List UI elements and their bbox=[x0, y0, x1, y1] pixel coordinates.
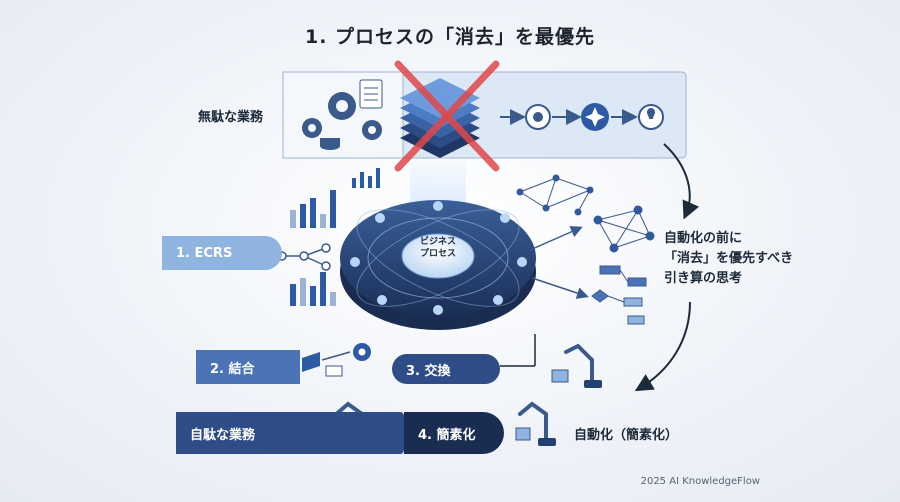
flowchart-icon bbox=[591, 265, 647, 325]
cross-mark-icon bbox=[394, 60, 500, 172]
note-line1: 自動化の前に bbox=[664, 231, 743, 246]
hub-label: ビジネス プロセス bbox=[404, 236, 472, 260]
hub-label-line1: ビジネス bbox=[419, 237, 456, 247]
page-title: 1. プロセスの「消去」を最優先 bbox=[304, 26, 596, 48]
branch-icon bbox=[277, 243, 331, 271]
process-chain bbox=[500, 103, 664, 131]
curved-arrow bbox=[634, 301, 691, 392]
automation-label: 自動化（簡素化） bbox=[574, 428, 679, 443]
step-ecrs: 1. ECRS bbox=[162, 236, 282, 270]
bar-chart-icon bbox=[290, 168, 380, 306]
step-wasteful: 自駄な業務 bbox=[176, 412, 404, 454]
curved-arrow bbox=[663, 143, 700, 220]
footer-credit: 2025 AI KnowledgeFlow bbox=[640, 476, 760, 487]
hub-label-line2: プロセス bbox=[419, 249, 456, 259]
note-line2: 「消去」を優先すべき bbox=[664, 251, 794, 266]
note-text: 自動化の前に 「消去」を優先すべき 引き算の思考 bbox=[664, 229, 793, 289]
wasteful-work-label: 無駄な業務 bbox=[198, 110, 264, 125]
step-exchange: 3. 交換 bbox=[392, 354, 500, 384]
step-combine: 2. 結合 bbox=[196, 350, 300, 384]
gear-cluster-icon bbox=[302, 79, 383, 150]
step-simplify: 4. 簡素化 bbox=[404, 412, 504, 454]
note-line3: 引き算の思考 bbox=[664, 271, 743, 286]
wasteful-work-panel bbox=[282, 71, 687, 159]
business-process-hub bbox=[340, 200, 536, 330]
connector-arrow bbox=[531, 277, 589, 299]
connector-arrow bbox=[529, 226, 583, 251]
data-flow-icon bbox=[302, 343, 371, 377]
network-icon bbox=[516, 174, 655, 253]
